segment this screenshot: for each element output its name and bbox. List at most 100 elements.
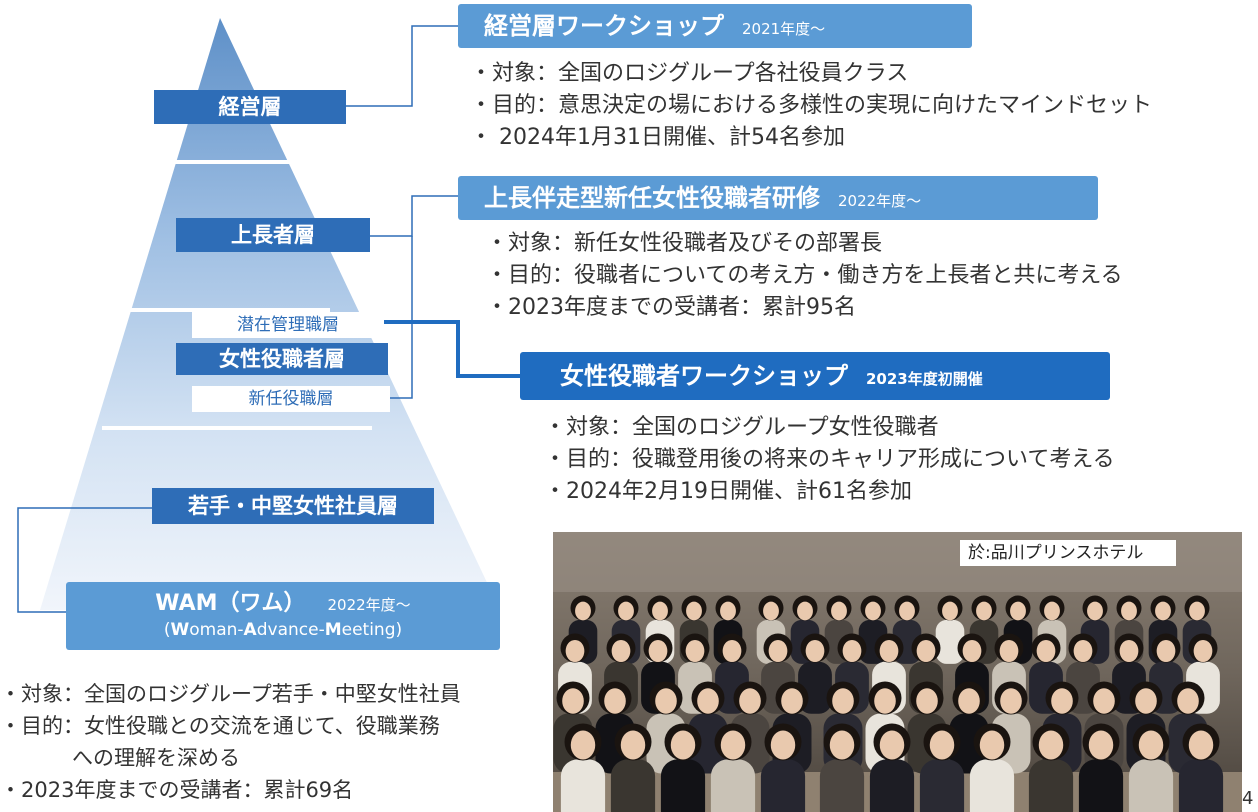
person-body xyxy=(710,759,756,812)
person-face xyxy=(1155,601,1171,621)
person-face xyxy=(899,601,915,621)
wam-program-box: WAM（ワム）2022年度～ (Woman-Advance-Meeting) xyxy=(66,582,500,650)
person-face xyxy=(1093,688,1115,714)
person-body xyxy=(919,759,965,812)
connector-new-manager xyxy=(390,236,413,399)
person-body xyxy=(560,759,606,812)
person-face xyxy=(620,730,646,760)
person-face xyxy=(805,639,825,663)
person-face xyxy=(842,639,862,663)
person-face xyxy=(611,639,631,663)
group-photo xyxy=(553,532,1242,812)
person-face xyxy=(781,688,803,714)
list-item: ・目的：女性役職との交流を通じて、役職業務 xyxy=(0,714,440,738)
photo-caption: 於:品川プリンスホテル xyxy=(960,540,1176,566)
list-item: ・目的：意思決定の場における多様性の実現に向けたマインドセット xyxy=(470,93,1153,118)
person-face xyxy=(916,688,938,714)
senior-training-bullets: ・対象：新任女性役職者及びその部署長 ・目的：役職者についての考え方・働き方を上… xyxy=(486,228,1123,324)
list-item: ・対象：全国のロジグループ女性役職者 xyxy=(544,415,939,440)
wam-title: WAM（ワム） xyxy=(155,591,306,616)
tier-label-potential-manager: 潜在管理職層 xyxy=(192,312,384,338)
person-face xyxy=(976,601,992,621)
list-item: ・目的：役職登用後の将来のキャリア形成について考える xyxy=(544,447,1115,472)
connector-female-ws xyxy=(384,320,520,378)
person-face xyxy=(929,730,955,760)
person-body xyxy=(949,713,989,774)
person-body xyxy=(660,759,706,812)
person-face xyxy=(670,730,696,760)
person-face xyxy=(1000,688,1022,714)
executive-ws-bullets: ・対象：全国のロジグループ各社役員クラス ・目的：意思決定の場における多様性の実… xyxy=(470,58,1152,154)
person-face xyxy=(1051,688,1073,714)
person-face xyxy=(1088,730,1114,760)
person-body xyxy=(935,619,965,664)
person-face xyxy=(999,639,1019,663)
list-item: ・対象：全国のロジグループ各社役員クラス xyxy=(470,61,909,86)
person-face xyxy=(1177,688,1199,714)
person-face xyxy=(604,688,626,714)
person-body xyxy=(610,759,656,812)
person-face xyxy=(797,601,813,621)
person-face xyxy=(1073,639,1093,663)
person-body xyxy=(1028,759,1074,812)
person-face xyxy=(865,601,881,621)
person-face xyxy=(1138,730,1164,760)
tier-label-new-manager: 新任役職層 xyxy=(192,386,390,412)
person-face xyxy=(832,688,854,714)
person-face xyxy=(763,601,779,621)
person-body xyxy=(969,759,1015,812)
person-face xyxy=(722,639,742,663)
group-photo-illustration xyxy=(553,532,1242,812)
list-item: への理解を深める xyxy=(72,746,240,770)
person-face xyxy=(1188,730,1214,760)
person-body xyxy=(819,759,865,812)
tier-label-senior: 上長者層 xyxy=(176,218,370,252)
person-face xyxy=(618,601,634,621)
person-face xyxy=(829,730,855,760)
person-face xyxy=(979,730,1005,760)
person-face xyxy=(1044,601,1060,621)
wam-since: 2022年度～ xyxy=(327,596,411,614)
person-face xyxy=(958,688,980,714)
person-face xyxy=(1135,688,1157,714)
person-face xyxy=(562,688,584,714)
person-body xyxy=(869,759,915,812)
person-face xyxy=(768,639,788,663)
person-face xyxy=(1121,601,1137,621)
person-face xyxy=(916,639,936,663)
person-face xyxy=(565,639,585,663)
person-face xyxy=(685,639,705,663)
tier-label-executive: 経営層 xyxy=(154,90,346,124)
page-number: 4 xyxy=(1242,788,1254,809)
person-face xyxy=(879,639,899,663)
person-body xyxy=(1128,759,1174,812)
list-item: ・ 2024年1月31日開催、計54名参加 xyxy=(470,125,845,150)
person-face xyxy=(1087,601,1103,621)
person-body xyxy=(688,713,728,774)
person-face xyxy=(720,730,746,760)
connector-senior xyxy=(370,195,460,237)
person-body xyxy=(760,759,806,812)
list-item: ・目的：役職者についての考え方・働き方を上長者と共に考える xyxy=(486,263,1123,288)
person-face xyxy=(575,601,591,621)
person-body xyxy=(1178,759,1224,812)
person-face xyxy=(831,601,847,621)
tier-label-female-manager: 女性役職者層 xyxy=(176,343,388,375)
person-face xyxy=(720,601,736,621)
people-group xyxy=(553,595,1224,812)
list-item: ・2023年度までの受講者：累計95名 xyxy=(486,295,856,320)
list-item: ・対象：全国のロジグループ若手・中堅女性社員 xyxy=(0,682,461,706)
person-face xyxy=(697,688,719,714)
person-face xyxy=(655,688,677,714)
person-face xyxy=(770,730,796,760)
list-item: ・対象：新任女性役職者及びその部署長 xyxy=(486,231,883,256)
person-face xyxy=(874,688,896,714)
person-body xyxy=(1078,759,1124,812)
person-face xyxy=(1189,601,1205,621)
person-face xyxy=(879,730,905,760)
person-face xyxy=(942,601,958,621)
tier-label-young-mid: 若手・中堅女性社員層 xyxy=(152,488,434,524)
person-face xyxy=(648,639,668,663)
